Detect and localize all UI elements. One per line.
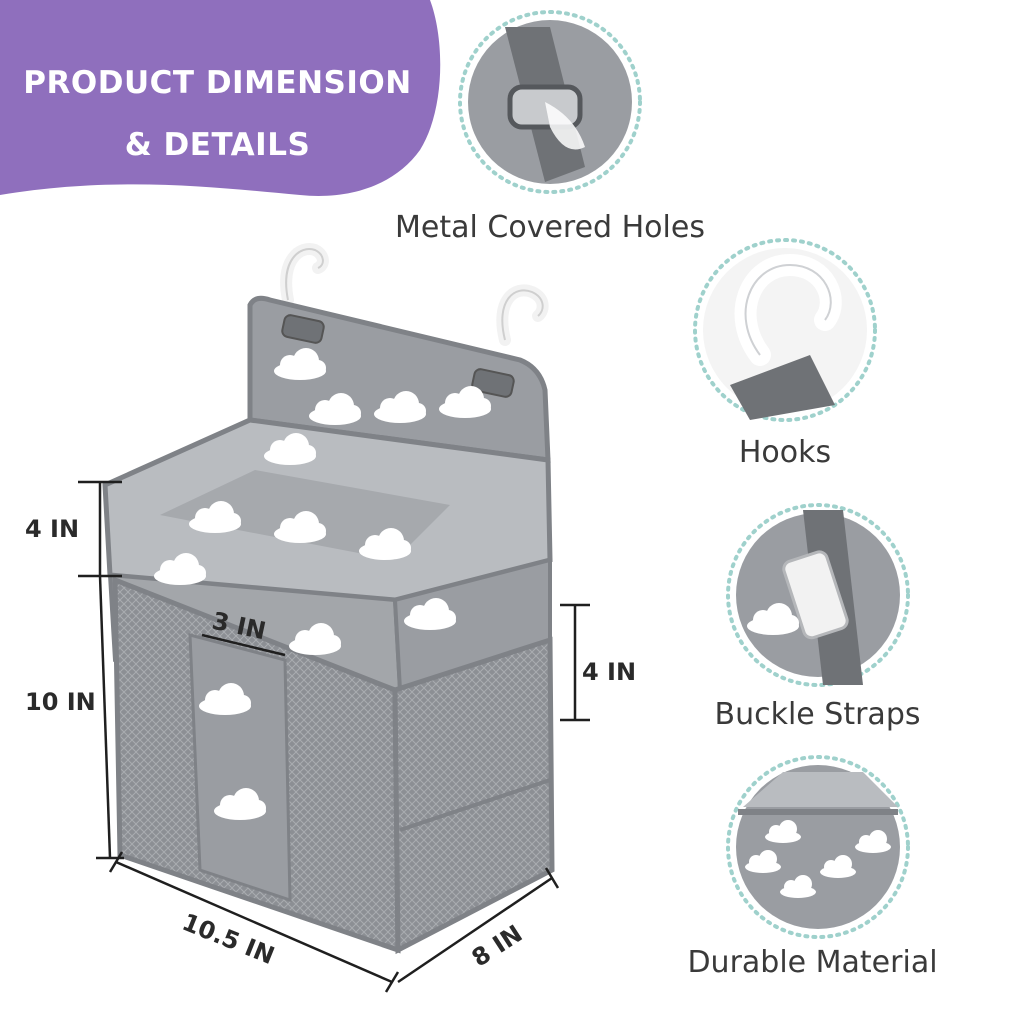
- page-title: PRODUCT DIMENSION & DETAILS: [0, 52, 435, 176]
- cloud-fabric-icon: [726, 755, 910, 939]
- caption-durable-material: Durable Material: [687, 945, 938, 980]
- title-line-2: & DETAILS: [124, 127, 311, 163]
- buckle-icon: [726, 503, 910, 687]
- title-line-1: PRODUCT DIMENSION: [23, 65, 412, 101]
- organizer-illustration: [78, 243, 590, 993]
- caption-hooks: Hooks: [738, 435, 832, 470]
- left-hook: [280, 243, 329, 306]
- side-pocket: [392, 636, 555, 955]
- dim-top-height: 4 IN: [25, 515, 80, 543]
- caption-metal-covered-holes: Metal Covered Holes: [395, 210, 705, 245]
- header-banner: [0, 0, 441, 196]
- dim-pocket-height: 4 IN: [582, 658, 637, 686]
- dim-body-height: 10 IN: [25, 688, 96, 716]
- caption-buckle-straps: Buckle Straps: [714, 697, 921, 732]
- metal-hole-icon: [458, 10, 642, 194]
- hook-icon: [693, 238, 877, 422]
